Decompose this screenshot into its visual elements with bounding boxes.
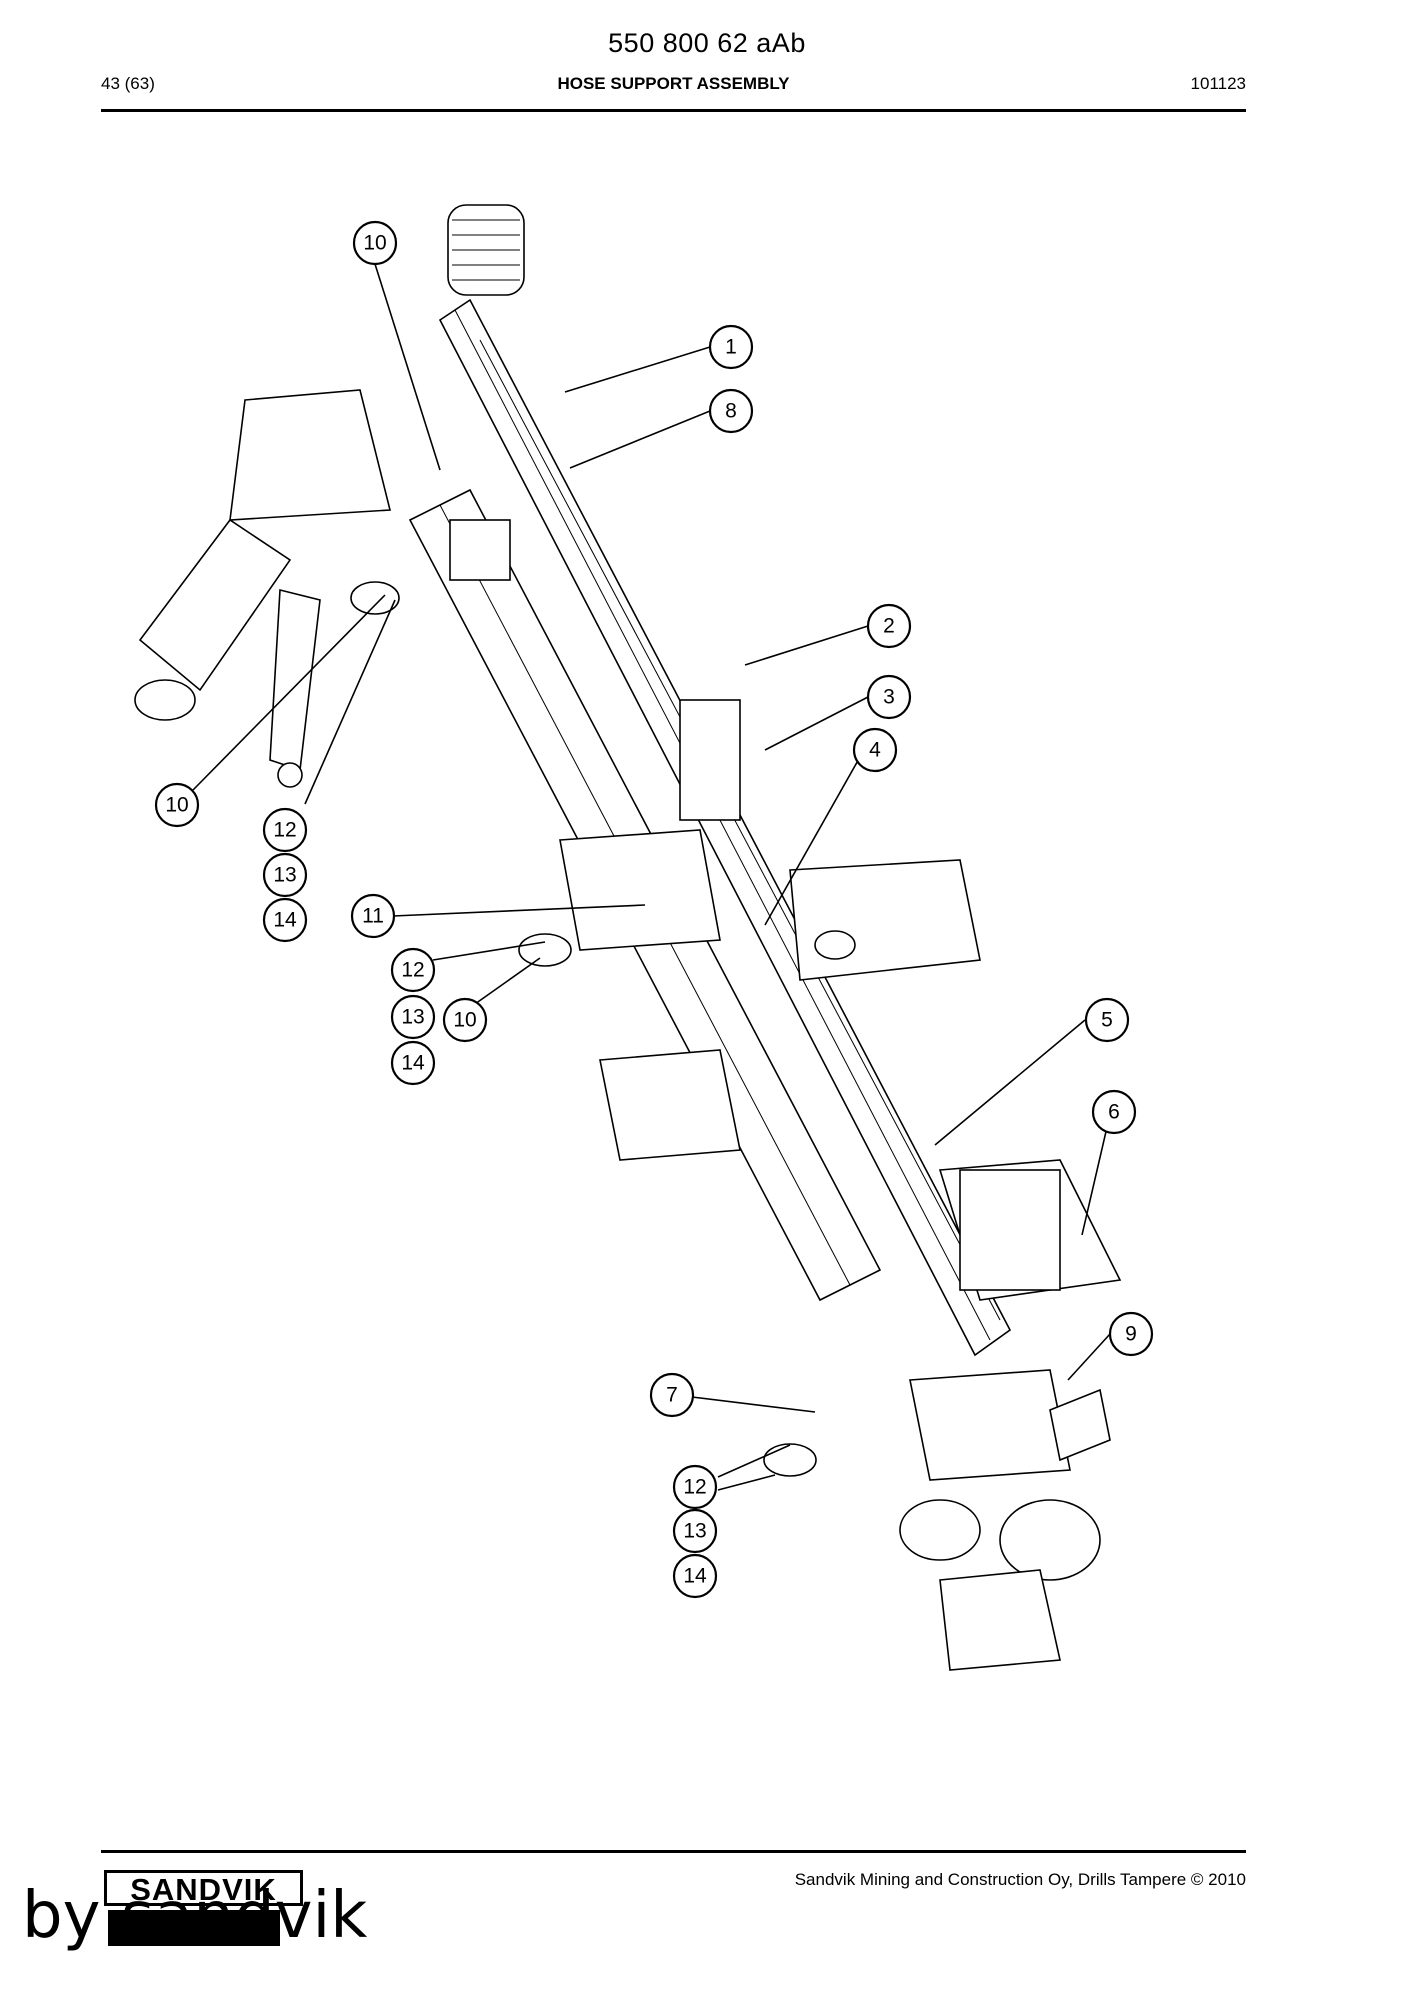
svg-text:12: 12 [273,819,296,842]
header-rule [101,109,1246,112]
callout-14-a: 14 [262,897,308,943]
svg-text:1: 1 [725,336,737,359]
callout-12-a: 12 [262,807,308,853]
svg-text:13: 13 [273,864,296,887]
svg-text:4: 4 [869,739,881,762]
callout-10-left: 10 [154,782,200,828]
svg-text:10: 10 [165,794,188,817]
footer-rule [101,1850,1246,1853]
callout-10-mid: 10 [442,997,488,1043]
callout-10-top: 10 [352,220,398,266]
svg-text:5: 5 [1101,1009,1113,1032]
svg-text:2: 2 [883,615,895,638]
callout-11: 11 [350,893,396,939]
callout-14-b: 14 [390,1040,436,1086]
svg-text:7: 7 [666,1384,678,1407]
bellows [447,204,525,296]
callout-6: 6 [1091,1089,1137,1135]
callout-13-a: 13 [262,852,308,898]
revision-code: 101123 [1190,74,1246,93]
callout-14-c: 14 [672,1553,718,1599]
rotation-unit [899,1369,1111,1671]
svg-text:14: 14 [683,1565,707,1588]
svg-text:13: 13 [401,1006,424,1029]
callout-8: 8 [708,388,754,434]
callout-4: 4 [852,727,898,773]
callout-12-b: 12 [390,947,436,993]
svg-text:8: 8 [725,400,737,423]
redaction-bar [108,1910,280,1946]
page-header: 43 (63) HOSE SUPPORT ASSEMBLY 101123 [101,74,1246,98]
callout-12-c: 12 [672,1464,718,1510]
hose-support-arm [789,859,1122,1301]
copyright-notice: Sandvik Mining and Construction Oy, Dril… [794,1870,1246,1889]
callout-2: 2 [866,603,912,649]
callout-5: 5 [1084,997,1130,1043]
document-number: 550 800 62 aAb [608,28,806,58]
page-title: HOSE SUPPORT ASSEMBLY [557,74,790,93]
boom-cylinder [134,389,392,788]
callout-3: 3 [866,674,912,720]
svg-text:14: 14 [273,909,297,932]
svg-text:10: 10 [453,1009,476,1032]
callout-13-c: 13 [672,1508,718,1554]
boom-beam [408,298,1012,1357]
page-number: 43 (63) [101,74,155,93]
svg-text:14: 14 [401,1052,425,1075]
svg-text:13: 13 [683,1520,706,1543]
logo-text: SANDVIK [130,1872,277,1907]
callout-7: 7 [649,1372,695,1418]
callout-13-b: 13 [390,994,436,1040]
callout-9: 9 [1108,1311,1154,1357]
svg-text:9: 9 [1125,1323,1137,1346]
carriage [449,519,741,1161]
svg-text:12: 12 [683,1476,706,1499]
svg-text:6: 6 [1108,1101,1120,1124]
svg-text:10: 10 [363,232,386,255]
hose-clamps [350,581,856,1477]
sandvik-logo: SANDVIK [104,1870,303,1906]
byline-watermark: by sandvik [22,1879,368,1953]
callout-1: 1 [708,324,754,370]
svg-text:3: 3 [883,686,895,709]
leader-lines [192,263,1112,1491]
svg-text:11: 11 [362,905,384,928]
svg-text:12: 12 [401,959,424,982]
